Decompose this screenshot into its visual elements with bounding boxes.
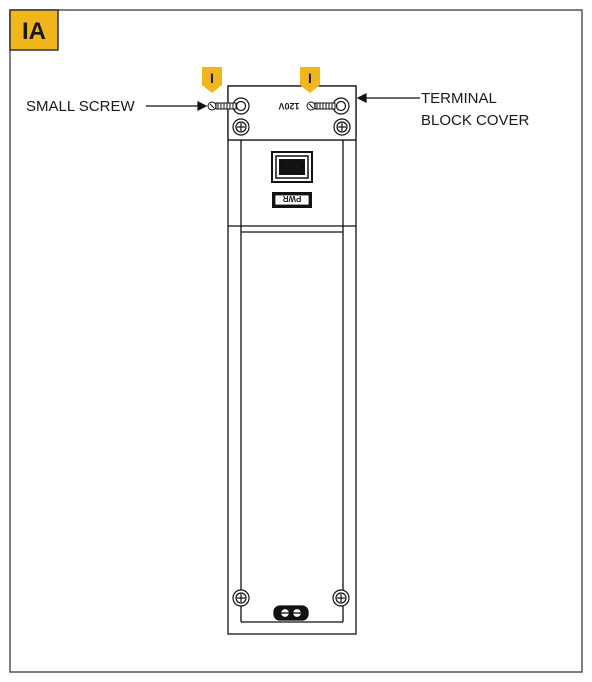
- mounting-screw-top-right: [333, 118, 351, 136]
- callout-marker-right: I: [300, 67, 320, 93]
- figure-frame: [9, 9, 583, 673]
- mounting-screw-bottom-right: [332, 589, 350, 607]
- terminal-cover-leader: [356, 93, 420, 103]
- figure-badge-label: IA: [22, 18, 46, 45]
- small-screw-label: SMALL SCREW: [26, 98, 135, 115]
- cord-clip: [273, 605, 309, 621]
- power-switch-mark: I O: [285, 163, 299, 174]
- mounting-screw-top-left: [232, 118, 250, 136]
- rating-plate-label: PWR: [282, 194, 301, 203]
- terminal-block-cover-label-line1: TERMINAL: [421, 90, 497, 107]
- mounting-screw-bottom-left: [232, 589, 250, 607]
- power-switch: I O: [271, 151, 313, 183]
- terminal-block-cover-label-line2: BLOCK COVER: [421, 112, 530, 129]
- heater-unit: [227, 85, 357, 635]
- callout-marker-right-label: I: [308, 70, 312, 86]
- figure-badge: IA: [9, 9, 59, 51]
- callout-marker-left: I: [202, 67, 222, 93]
- rating-plate: PWR: [272, 192, 312, 208]
- cover-screw-hole-left: [232, 97, 250, 115]
- voltage-label: 120V: [278, 101, 299, 111]
- callout-marker-left-label: I: [210, 70, 214, 86]
- small-screw-leader: [146, 101, 208, 111]
- small-screw-left: [207, 101, 237, 111]
- small-screw-right: [306, 101, 336, 111]
